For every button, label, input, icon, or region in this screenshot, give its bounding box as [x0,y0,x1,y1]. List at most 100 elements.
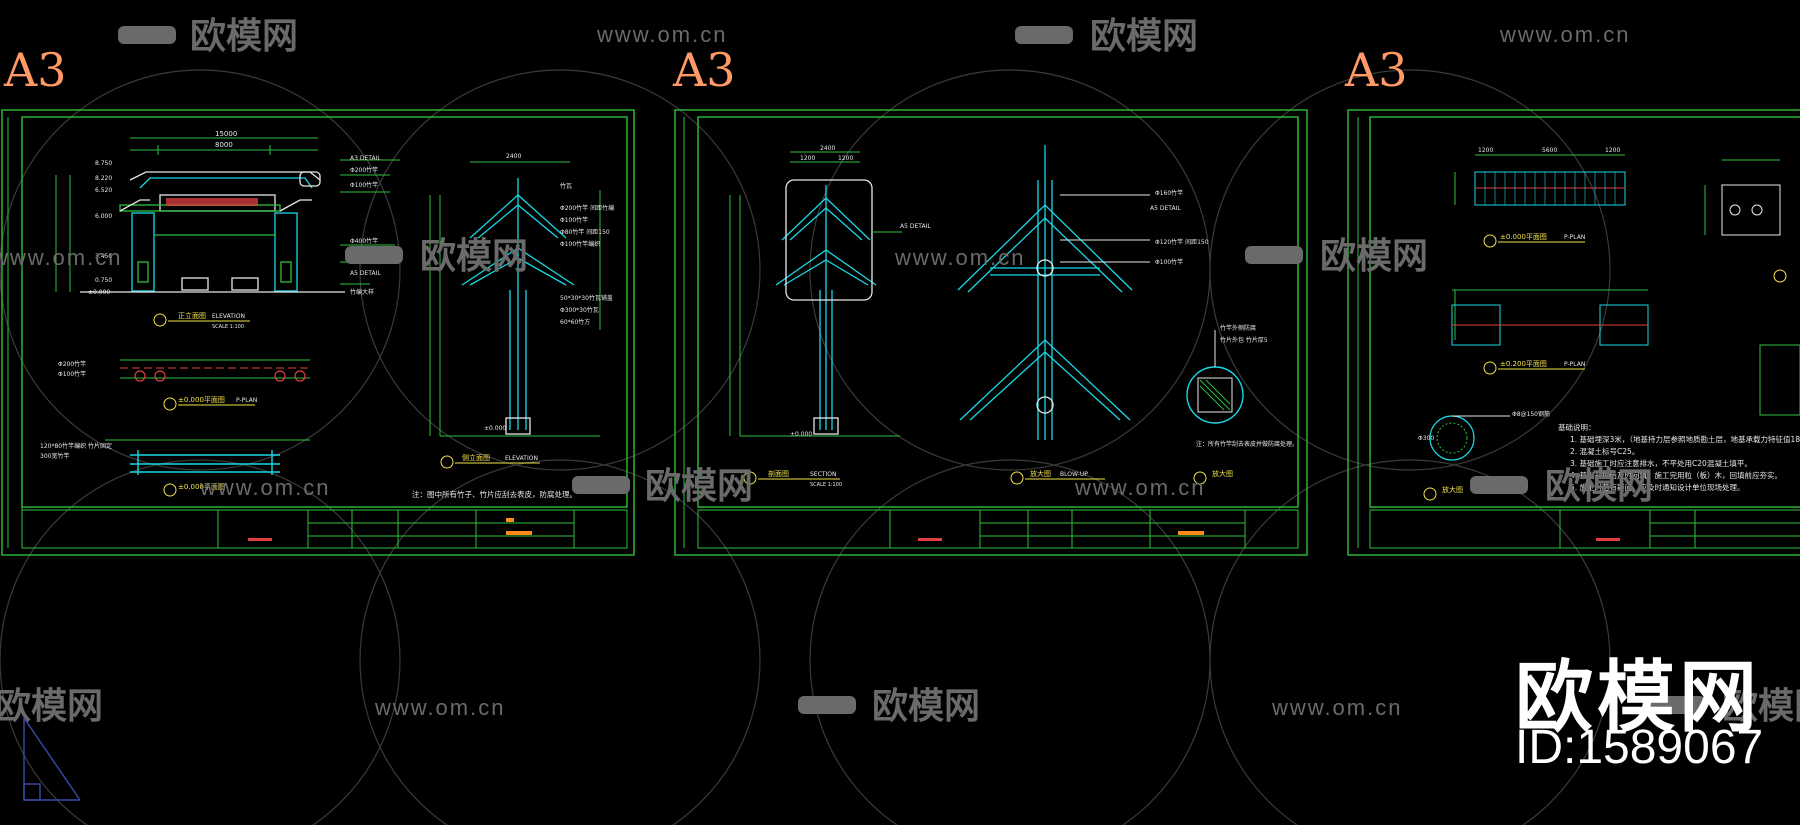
view-title: 侧立面图 [462,453,490,462]
ucs-icon [23,717,81,801]
svg-text:2400: 2400 [506,153,521,160]
svg-text:120*80竹竿编织 竹片固定: 120*80竹竿编织 竹片固定 [40,442,112,450]
watermark-brand: 欧模网 [420,236,528,277]
watermarks: 欧模网 欧模网 欧模网 欧模网 欧模网 欧模网 欧模网 欧模网 欧模网 www.… [0,16,1800,727]
title-block [1369,509,1800,549]
view-title: ±0.000平面图 [178,396,225,404]
sheet-border-outer [674,109,1308,556]
annotation: Φ100竹竿 [1155,258,1183,266]
notes-line: 1. 基础埋深3米，（地基持力层参照地质勘土层，地基承载力特征值180KPA），… [1570,434,1800,444]
svg-text:竹瓦: 竹瓦 [560,182,572,190]
view-title: ±0.000平面图 [1500,233,1547,241]
watermark-brand: 欧模网 [872,686,980,727]
view-title: 剖面图 [768,469,789,478]
level-label: 3.450 [95,253,112,260]
notes-line: 2. 混凝土标号C25。 [1570,446,1639,456]
dim-center-width: 8000 [215,141,233,149]
dimension-lines [55,137,400,292]
annotation: A5 DETAIL [1150,205,1181,212]
annotation: 注：所有竹竿刮去表皮并做防腐处理。 [1196,440,1298,448]
watermark-brand: 欧模网 [645,466,753,507]
foundation-notes: 基础说明： 1. 基础埋深3米，（地基持力层参照地质勘土层，地基承载力特征值18… [1558,422,1800,492]
svg-text:Φ100竹竿: Φ100竹竿 [560,216,588,224]
watermark-brand: 欧模网 [190,16,298,57]
annotation: A5 DETAIL [350,270,381,277]
notes-line: 4. 基础开挖后及时回填，施工完用粒（板）木，回填前应夯实。 [1570,470,1782,480]
view-title: ±0.000平面图 [178,483,225,491]
foundation-round-detail [1429,415,1510,461]
roof-blowup-view [957,145,1133,440]
foundation-detail-side [1704,159,1800,416]
annotation: 竹编大样 [350,288,374,296]
annotation: A3 DETAIL [350,155,381,162]
sheet-border-inner [697,116,1299,508]
foundation-plan-hatch [1484,172,1616,205]
svg-text:竹竿外侧防腐: 竹竿外侧防腐 [1220,324,1256,332]
svg-text:±0.000: ±0.000 [484,425,506,432]
annotation: Φ400竹竿 [350,237,378,245]
view-subtitle: ELEVATION [505,455,538,462]
svg-text:Φ80竹竿 间距150: Φ80竹竿 间距150 [560,228,610,236]
section-view [775,179,877,435]
svg-text:A5 DETAIL: A5 DETAIL [900,223,931,230]
drawing-sheet-2: A3 [672,43,1308,556]
sheet-border-outer [1347,109,1800,556]
model-id-label: ID:1589067 [1515,721,1764,774]
view-title: 正立面图 [178,311,206,320]
watermark-brand: 欧模网 [1545,466,1653,507]
annotation: Φ200竹竿 [350,166,378,174]
view-subtitle: SECTION [810,471,836,478]
view-title: ±0.200平面图 [1500,360,1547,368]
foundation-plan-mid [1451,304,1649,346]
svg-text:Φ8@150钢筋: Φ8@150钢筋 [1512,410,1550,418]
general-note: 注：图中所有竹子、竹片应刮去表皮，防腐处理。 [412,489,577,499]
view-subtitle: P-PLAN [1564,234,1585,241]
dim-overall-width: 15000 [215,130,237,138]
watermark-url: www.om.cn [199,475,330,500]
sheet-size-label: A3 [3,43,67,97]
view-subtitle: ELEVATION [212,313,245,320]
watermark-brand: 欧模网 [1090,16,1198,57]
sheet-border-outer [1,109,635,556]
svg-text:Φ200竹竿 间距竹编: Φ200竹竿 间距竹编 [560,204,614,212]
annotation: Φ100竹竿 [350,181,378,189]
watermark-logo-icon [118,26,1706,714]
level-label: 8.750 [95,160,112,167]
sheet-size-label: A3 [672,43,736,97]
dim-top: 1200 [1605,147,1620,154]
watermark-url: www.om.cn [894,245,1025,270]
drawing-sheet-3: A3 [1344,43,1800,556]
brand-logo-text: 欧模网 [1515,653,1762,743]
dim-top: 1200 [1478,147,1493,154]
notes-title: 基础说明： [1558,422,1596,432]
gate-front-elevation [80,171,345,293]
dim-top: 1200 [838,155,853,162]
notes-line: 5. 施工时若有疑问，应及时通知设计单位现场处理。 [1570,482,1745,492]
level-label: 6.000 [95,213,112,220]
svg-text:Φ100竹竿编织: Φ100竹竿编织 [560,240,600,248]
annotation: Φ120竹竿 间距150 [1155,238,1209,246]
watermark-circles [0,69,1611,825]
view-title: 放大图 [1442,485,1463,494]
view-title: 放大图 [1030,469,1051,478]
watermark-url: www.om.cn [0,245,122,270]
dim-top: 5600 [1542,147,1557,154]
svg-text:Φ300: Φ300 [1418,435,1434,442]
dim-top: 1200 [800,155,815,162]
svg-text:竹片外包 竹片厚5: 竹片外包 竹片厚5 [1220,336,1268,344]
svg-text:Φ300*30竹瓦: Φ300*30竹瓦 [560,306,599,314]
watermark-url: www.om.cn [596,22,727,47]
title-block [697,509,1299,549]
view-title: 放大图 [1212,469,1233,478]
notes-line: 3. 基础施工时应注意排水，不平处用C20混凝土填平。 [1570,458,1752,468]
svg-text:300宽竹竿: 300宽竹竿 [40,452,69,460]
watermark-url: www.om.cn [1074,475,1205,500]
watermark-url: www.om.cn [1271,695,1402,720]
level-label: ±0.000 [88,289,110,296]
foundation-plan-top [1474,171,1626,206]
watermark-brand: 欧模网 [1320,236,1428,277]
level-label: 8.220 [95,175,112,182]
svg-text:50*30*30竹瓦铺盖: 50*30*30竹瓦铺盖 [560,294,613,302]
view-subtitle: P-PLAN [1564,361,1585,368]
